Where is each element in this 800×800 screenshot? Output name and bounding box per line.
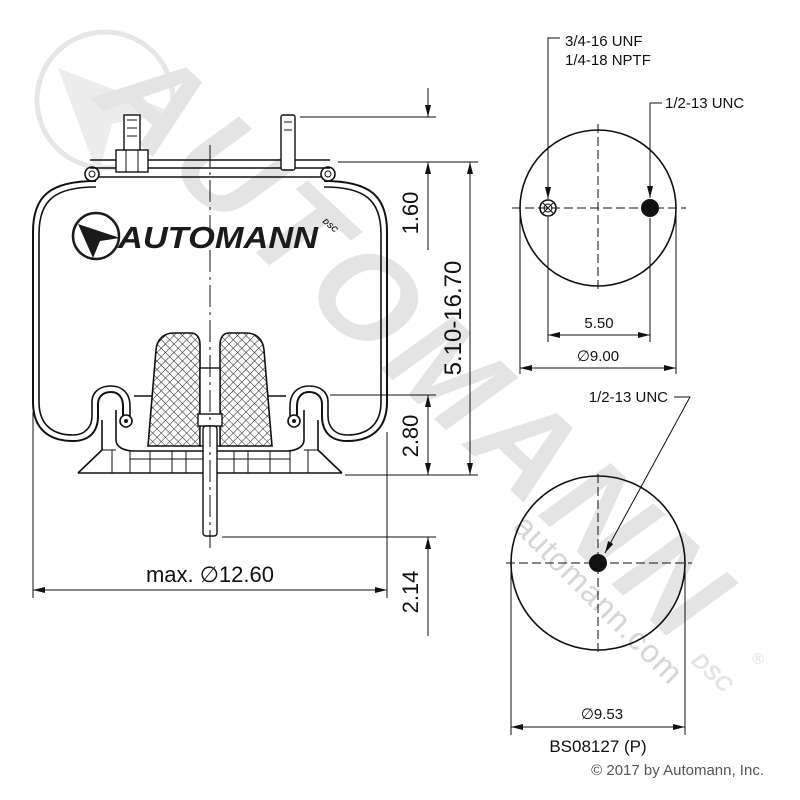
- part-number: BS08127 (P): [549, 737, 646, 756]
- air-fitting-thread: 3/4-16 UNF: [565, 33, 643, 50]
- dim-piston-height: 2.80: [398, 415, 423, 458]
- bellows-logo: AUTOMANN DSC: [71, 211, 340, 261]
- dim-plate-diameter: ∅9.00: [577, 348, 619, 365]
- logo-brand: AUTOMANN: [117, 220, 319, 255]
- top-stud-thread: 1/2-13 UNC: [665, 95, 744, 112]
- watermark-registered: ®: [752, 651, 764, 668]
- dim-stud-length: 2.14: [398, 571, 423, 614]
- bottom-stud-dot: [589, 554, 607, 572]
- stud-hole-dot: [641, 199, 659, 217]
- logo-ring: [71, 211, 121, 261]
- leader-bottom-stud: [604, 396, 691, 554]
- top-view: 3/4-16 UNF 1/4-18 NPTF 1/2-13 UNC 5.50 ∅…: [512, 33, 744, 374]
- logo-arrow-icon: [78, 224, 120, 258]
- air-fitting-stud: [115, 114, 149, 173]
- air-fitting-symbol: [539, 199, 557, 217]
- watermark-logo-arrow-icon: [58, 68, 172, 176]
- bottom-stud-thread: 1/2-13 UNC: [589, 389, 668, 406]
- extension-lines: [32, 116, 478, 598]
- leader-stud-thread: [647, 102, 662, 198]
- dim-stud-spacing: 5.50: [584, 315, 613, 332]
- air-fitting-pipe: 1/4-18 NPTF: [565, 52, 651, 69]
- top-view-extension-lines: [519, 212, 677, 374]
- mounting-stud: [280, 114, 296, 171]
- bottom-view: 1/2-13 UNC ∅9.53: [506, 389, 692, 735]
- dim-ride-height: 5.10-16.70: [440, 261, 467, 376]
- leader-air-fitting: [545, 37, 560, 199]
- side-view: AUTOMANN DSC 1.60 5.10-16.70 2.80 2.14 m…: [32, 88, 478, 636]
- dim-piston-diameter: ∅9.53: [581, 706, 623, 723]
- watermark-mark: DSC: [687, 647, 739, 698]
- dim-stud-height: 1.60: [398, 192, 423, 235]
- copyright: © 2017 by Automann, Inc.: [591, 762, 764, 779]
- bottom-view-extension-lines: [510, 565, 686, 735]
- dim-max-diameter: max. ∅12.60: [146, 562, 274, 587]
